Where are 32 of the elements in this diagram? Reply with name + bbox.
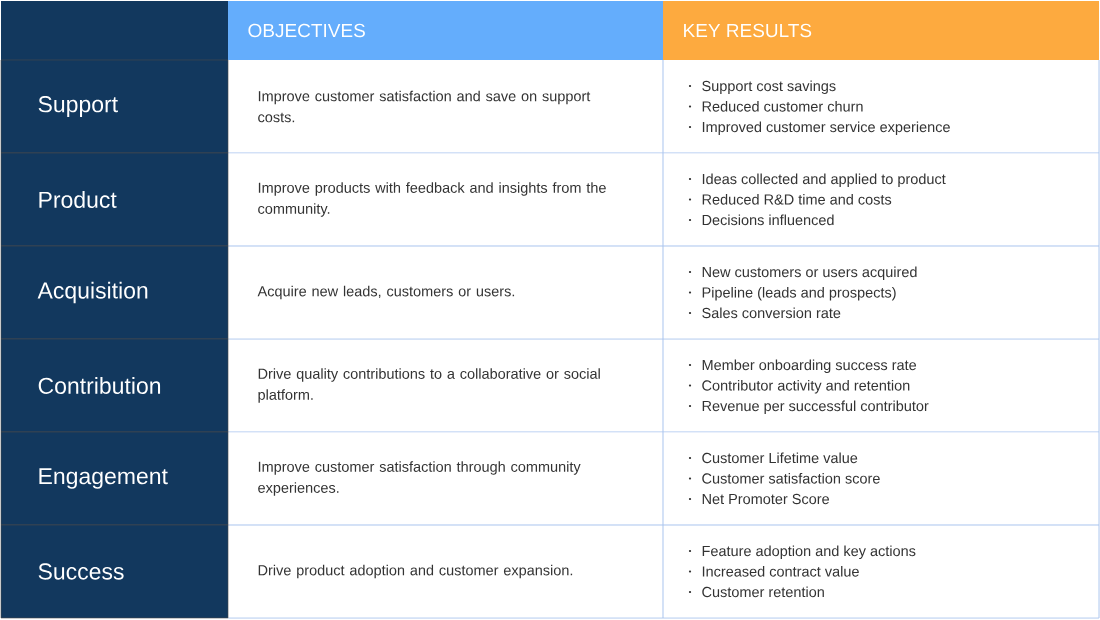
- bullet-item: Revenue per successful contributor: [688, 400, 929, 414]
- bullet-item: Sales conversion rate: [688, 307, 841, 319]
- row-header-cell: Success: [0, 524, 229, 619]
- bullet-item: Pipeline (leads and prospects): [688, 287, 896, 301]
- bullet-item: New customers or users acquired: [688, 266, 917, 280]
- bullet-item: Ideas collected and applied to product: [688, 173, 946, 187]
- bullet-item: Decisions influenced: [688, 214, 834, 226]
- bullet-item: Feature adoption and key actions: [688, 545, 916, 559]
- bullet-item: Customer satisfaction score: [688, 473, 880, 484]
- column-header: KEY RESULTS: [663, 1, 1099, 60]
- row-header-cell: Support: [0, 59, 229, 154]
- bullet-item: Increased contract value: [688, 566, 859, 577]
- column-header: OBJECTIVES: [228, 1, 663, 60]
- bullet-item: Customer Lifetime value: [688, 452, 858, 464]
- bullet-item: Member onboarding success rate: [688, 359, 917, 373]
- objective-text: Improve customer satisfaction and save on support costs.: [258, 90, 591, 123]
- bullet-item: Customer retention: [688, 586, 824, 598]
- objective-text: Drive product adoption and customer expansion.: [258, 564, 573, 579]
- row-header-cell: Acquisition: [0, 245, 229, 340]
- bullet-item: Net Promoter Score: [688, 493, 829, 505]
- objective-text: Acquire new leads, customers or users.: [257, 285, 515, 300]
- bullet-item: Support cost savings: [688, 80, 836, 94]
- bullet-item: Improved customer service experience: [688, 121, 950, 135]
- bullet-item: Contributor activity and retention: [688, 380, 910, 394]
- objective-text: Improve customer satisfaction through community experiences.: [258, 461, 581, 496]
- objective-text: Improve products with feedback and insights from the community.: [258, 182, 606, 217]
- row-header-cell: Engagement: [0, 431, 229, 526]
- bullet-item: Reduced R&D time and costs: [688, 194, 892, 205]
- bullet-item: Reduced customer churn: [688, 101, 863, 112]
- objective-text: Drive quality contributions to a collaborative or social platform.: [258, 368, 600, 403]
- row-header-cell: Contribution: [0, 338, 229, 433]
- row-header-cell: Product: [0, 152, 229, 247]
